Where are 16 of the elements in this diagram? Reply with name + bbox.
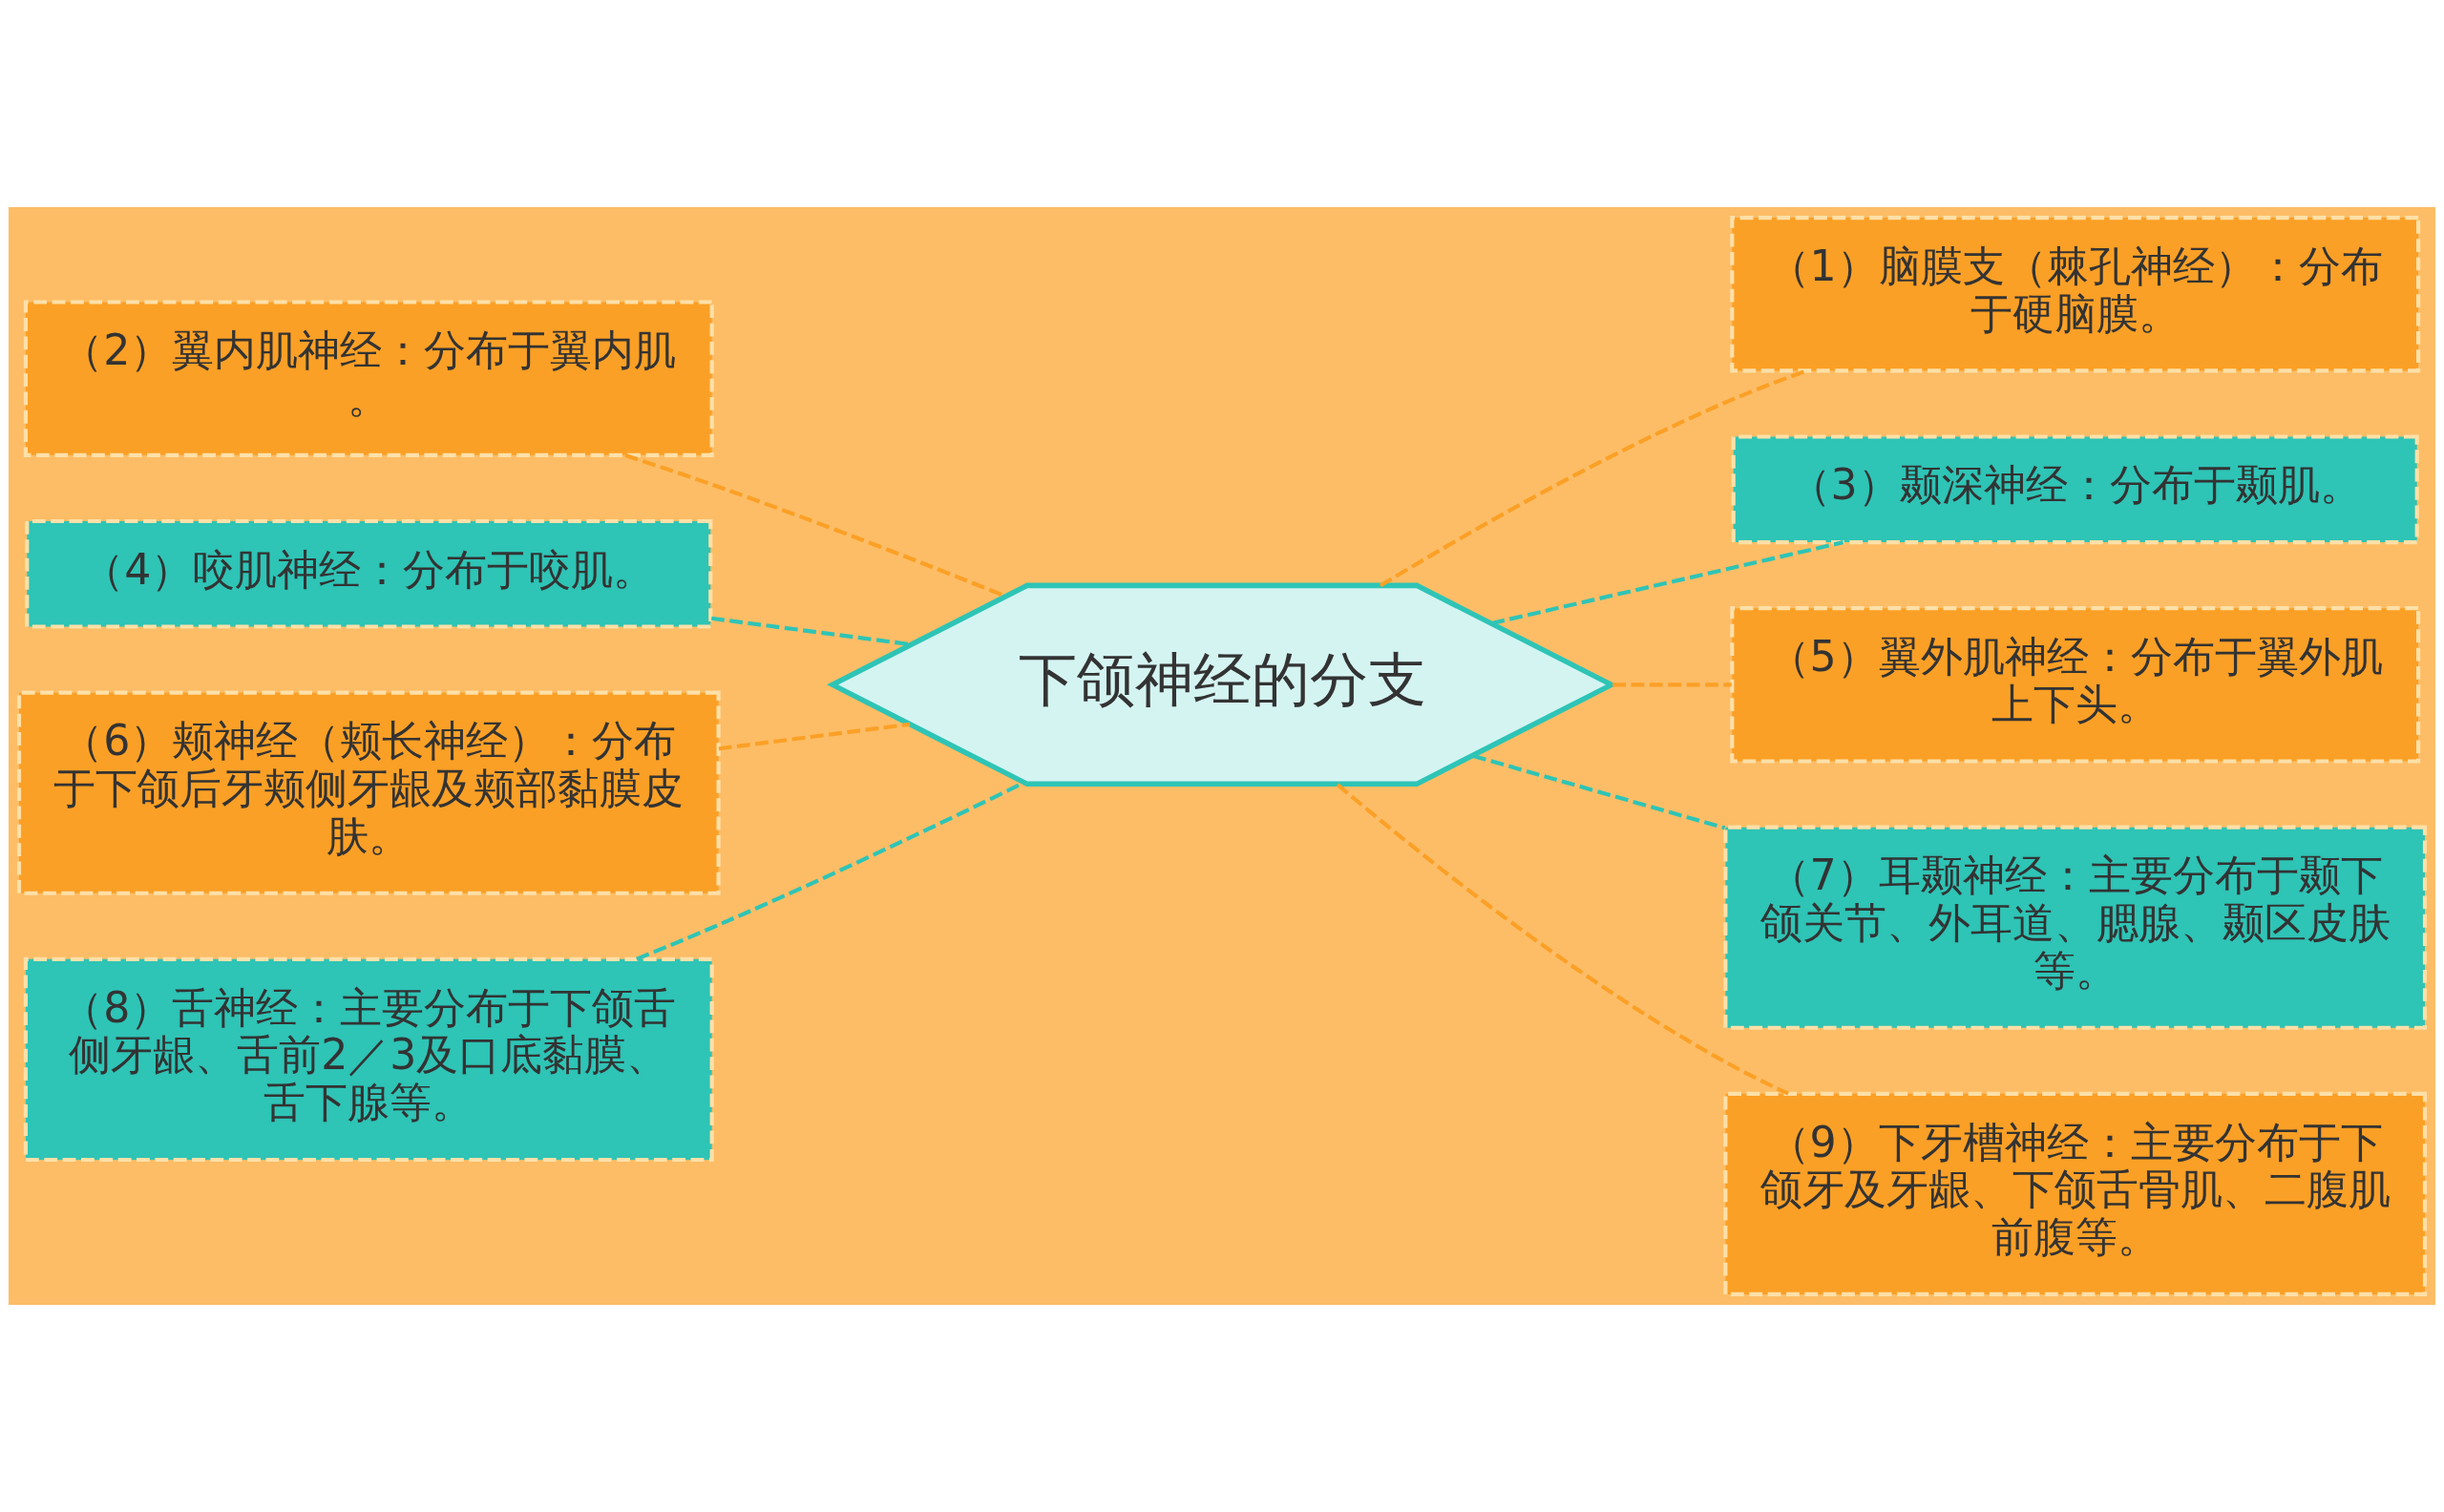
node-box: （2）翼内肌神经：分布于翼内肌。	[23, 300, 714, 457]
node-box: （9）下牙槽神经：主要分布于下颌牙及牙龈、下颌舌骨肌、二腹肌前腹等。	[1723, 1091, 2428, 1296]
connector	[636, 781, 1024, 961]
node-box: （3）颞深神经：分布于颞肌。	[1731, 434, 2419, 545]
connector	[1379, 368, 1807, 588]
connector	[718, 722, 911, 751]
node-box: （5）翼外肌神经：分布于翼外肌上下头。	[1730, 606, 2421, 764]
connector	[1612, 682, 1732, 687]
node-box: （8）舌神经：主要分布于下颌舌侧牙龈、舌前2／3及口底黏膜、舌下腺等。	[23, 956, 714, 1163]
node-box: （1）脑膜支（棘孔神经）：分布于硬脑膜。	[1730, 216, 2421, 373]
node-box: （6）颊神经（颊长神经）：分布于下颌后牙颊侧牙龈及颊部黏膜皮肤。	[16, 690, 721, 895]
connector	[1336, 783, 1790, 1096]
connector	[1472, 753, 1726, 830]
connector	[1491, 540, 1844, 625]
node-box: （7）耳颞神经：主要分布于颞下颌关节、外耳道、腮腺、颞区皮肤等。	[1723, 825, 2428, 1030]
node-box: （4）咬肌神经：分布于咬肌。	[25, 518, 713, 629]
